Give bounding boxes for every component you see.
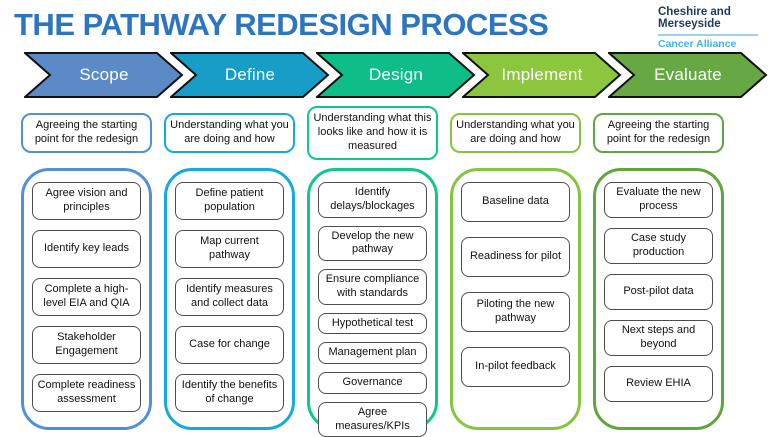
org-logo: Cheshire and Merseyside Cancer Alliance [658,6,758,50]
stage-item: Ensure compliance with standards [318,269,427,305]
logo-divider [658,33,758,36]
chevron-arrow-shape [316,52,476,98]
stage-summary-implement: Understanding what you are doing and how [450,113,581,153]
stage-item: Complete a high-level EIA and QIA [32,278,141,316]
stage-item: Post-pilot data [604,274,713,310]
stage-item: Agree vision and principles [32,182,141,220]
stage-item: Governance [318,372,427,394]
chevron-arrow-shape [170,52,330,98]
stage-summary-define: Understanding what you are doing and how [164,113,295,153]
stage-item: Evaluate the new process [604,182,713,218]
stage-item: Case for change [175,326,284,364]
stage-arrow-scope: Scope [24,52,184,98]
stage-arrow-label: Evaluate [654,65,722,84]
stage-arrow-implement: Implement [462,52,622,98]
stage-arrow-label: Scope [79,65,129,84]
header: THE PATHWAY REDESIGN PROCESS Cheshire an… [14,4,758,50]
stage-arrow-label: Define [224,65,276,84]
stage-item: Piloting the new pathway [461,292,570,332]
stage-item: Identify measures and collect data [175,278,284,316]
stage-item: Review EHIA [604,366,713,402]
stage-item: Baseline data [461,182,570,222]
stage-item: Hypothetical test [318,312,427,335]
org-name: Cheshire and Merseyside [658,6,731,31]
chevron-arrow-shape [608,52,768,98]
stage-item: Complete readiness assessment [32,374,141,412]
chevron-arrow-shape [24,52,184,98]
stage-arrow-evaluate: Evaluate [608,52,768,98]
stage-item: Identify key leads [32,230,141,268]
stage-arrow-design: Design [316,52,476,98]
stage-arrows-row: Scope Define Design Implement Evaluate [24,52,768,98]
stage-item: Agree measures/KPIs [318,401,427,437]
stage-summary-design: Understanding what this looks like and h… [307,106,438,160]
page-title: THE PATHWAY REDESIGN PROCESS [14,7,549,42]
stage-item: Identify the benefits of change [175,374,284,412]
stage-arrow-define: Define [170,52,330,98]
stage-item: Map current pathway [175,230,284,268]
stage-arrow-label: Design [368,65,424,84]
stage-summary-scope: Agreeing the starting point for the rede… [21,113,152,153]
stage-subtitles-row: Agreeing the starting point for the rede… [21,104,724,162]
stage-item: Readiness for pilot [461,237,570,277]
chevron-arrow-shape [462,52,622,98]
org-division: Cancer Alliance [658,37,737,50]
stage-item: Management plan [318,342,427,364]
stage-item: Define patient population [175,182,284,220]
stage-item: In-pilot feedback [461,347,570,387]
stage-item: Develop the new pathway [318,225,427,261]
stage-item: Case study production [604,228,713,264]
stage-item: Stakeholder Engagement [32,326,141,364]
stage-summary-evaluate: Agreeing the starting point for the rede… [593,113,724,153]
stage-arrow-label: Implement [501,65,583,84]
stage-item: Next steps and beyond [604,320,713,356]
stage-item: Identify delays/blockages [318,182,427,218]
